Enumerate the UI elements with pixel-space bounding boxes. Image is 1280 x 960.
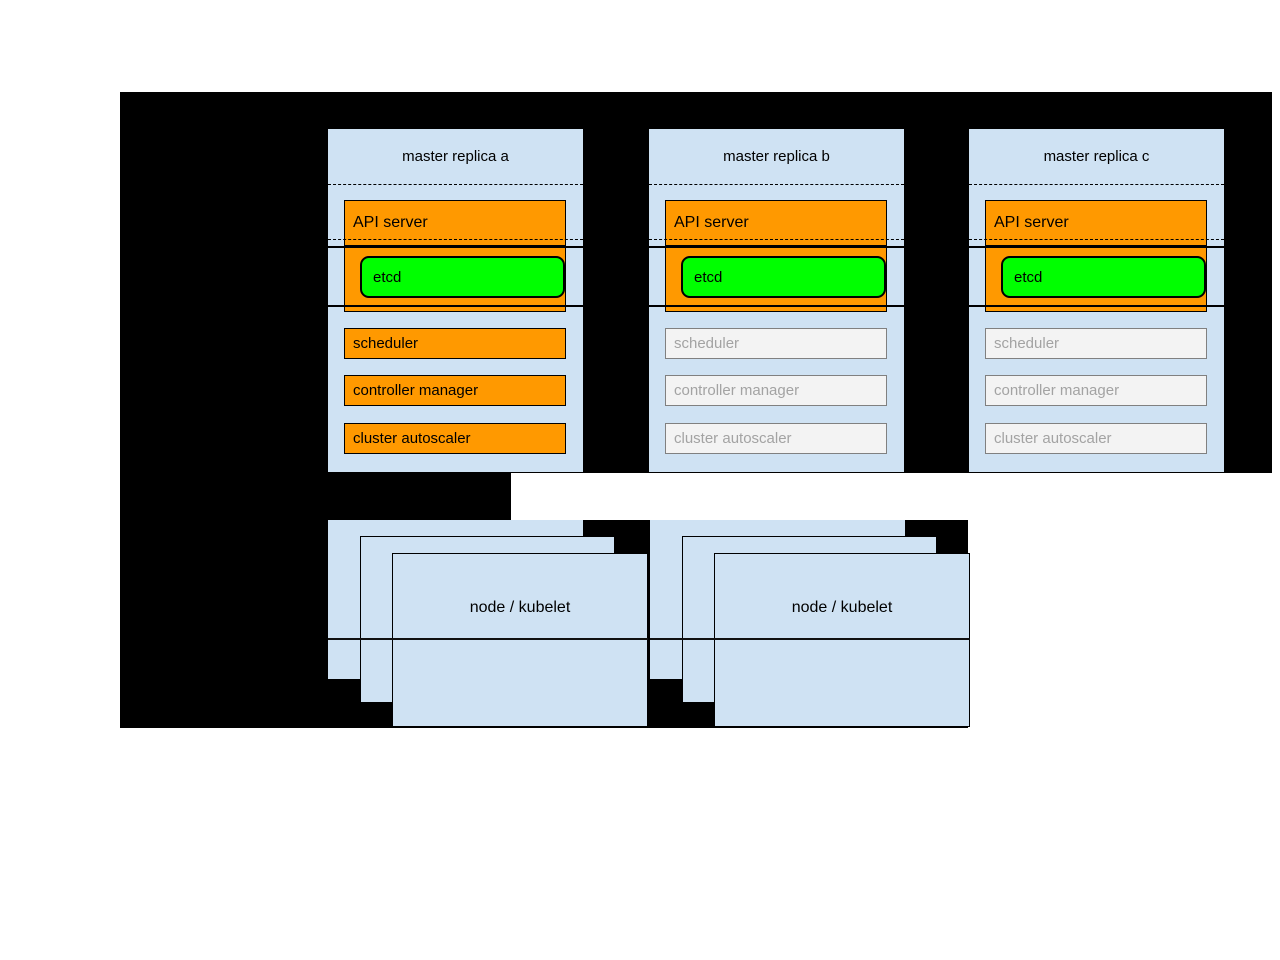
node-divider-line xyxy=(650,638,970,640)
dashed-divider xyxy=(969,184,1224,185)
master-replica-b-box: master replica b API server etcd schedul… xyxy=(649,129,904,472)
solid-divider xyxy=(649,305,904,307)
api-server-box: API server xyxy=(665,200,887,246)
node-divider-line xyxy=(328,638,648,640)
dashed-divider xyxy=(649,184,904,185)
master-replica-a-box: master replica a API server etcd schedul… xyxy=(328,129,583,472)
solid-divider xyxy=(649,246,904,248)
black-canvas-ledge xyxy=(120,473,511,520)
etcd-box: etcd xyxy=(681,256,886,298)
replica-title: master replica a xyxy=(402,148,509,165)
node-label: node / kubelet xyxy=(469,599,571,616)
etcd-container-box: etcd xyxy=(985,246,1207,312)
node-label: node / kubelet xyxy=(791,599,893,616)
cluster-autoscaler-box: cluster autoscaler xyxy=(344,423,566,454)
node-box-front: node / kubelet xyxy=(714,553,970,727)
replica-title: master replica c xyxy=(1043,148,1150,165)
solid-divider xyxy=(969,305,1224,307)
solid-divider xyxy=(328,305,583,307)
etcd-container-box: etcd xyxy=(665,246,887,312)
etcd-box: etcd xyxy=(360,256,565,298)
node-group: node / kubelet xyxy=(328,520,649,728)
etcd-box: etcd xyxy=(1001,256,1206,298)
master-replica-c-box: master replica c API server etcd schedul… xyxy=(969,129,1224,472)
cluster-autoscaler-box: cluster autoscaler xyxy=(985,423,1207,454)
dashed-divider xyxy=(969,239,1224,240)
cluster-autoscaler-box: cluster autoscaler xyxy=(665,423,887,454)
controller-manager-box: controller manager xyxy=(665,375,887,406)
controller-manager-box: controller manager xyxy=(985,375,1207,406)
node-group: node / kubelet xyxy=(650,520,971,728)
etcd-container-box: etcd xyxy=(344,246,566,312)
scheduler-box: scheduler xyxy=(665,328,887,359)
node-box-front: node / kubelet xyxy=(392,553,648,727)
dashed-divider xyxy=(328,239,583,240)
controller-manager-box: controller manager xyxy=(344,375,566,406)
dashed-divider xyxy=(328,184,583,185)
scheduler-box: scheduler xyxy=(344,328,566,359)
solid-divider xyxy=(328,246,583,248)
replica-title: master replica b xyxy=(723,148,830,165)
scheduler-box: scheduler xyxy=(985,328,1207,359)
dashed-divider xyxy=(649,239,904,240)
solid-divider xyxy=(969,246,1224,248)
api-server-box: API server xyxy=(985,200,1207,246)
api-server-box: API server xyxy=(344,200,566,246)
